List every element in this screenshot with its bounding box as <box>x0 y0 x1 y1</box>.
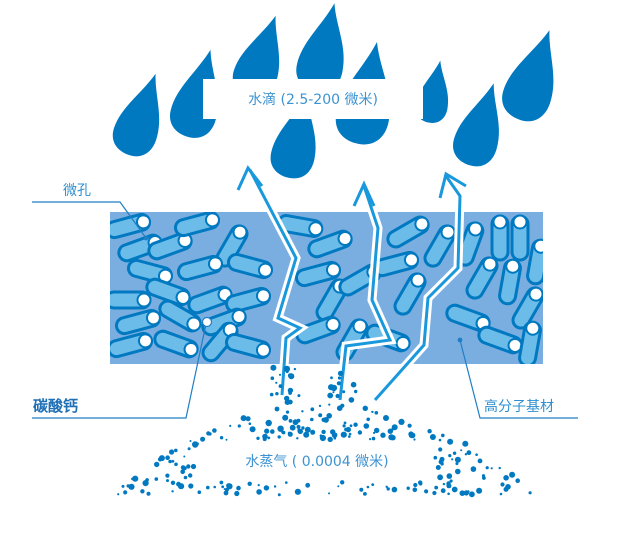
water-drop-icon <box>107 66 176 162</box>
upward-arrow-icon <box>371 171 467 403</box>
upward-arrow-icon <box>335 180 397 401</box>
membrane-layer <box>110 212 543 364</box>
water-vapor-label: 水蒸气 ( 0.0004 微米) <box>204 442 430 480</box>
calcium-carbonate-label: 碳酸钙 <box>33 397 79 415</box>
micropore-label: 微孔 <box>63 183 91 199</box>
leader-lines <box>32 201 578 419</box>
polymer-substrate-label: 高分子基材 <box>484 399 554 415</box>
water-vapor-particles <box>117 364 532 498</box>
vapor-paths <box>236 165 467 403</box>
water-drop-label: 水滴 (2.5-200 微米) <box>203 79 423 119</box>
upward-arrow-icon <box>236 165 309 396</box>
water-drop-icon <box>496 22 572 128</box>
